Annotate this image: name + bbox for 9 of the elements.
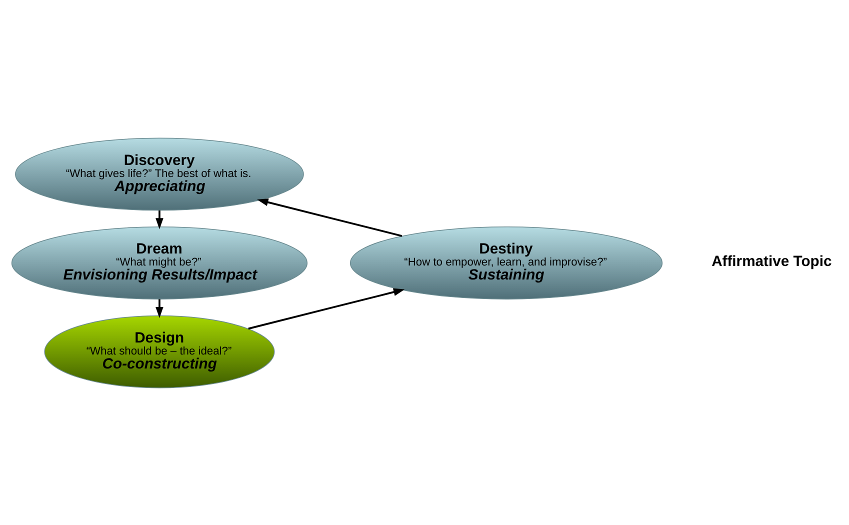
arrow xyxy=(248,288,405,330)
label: Affirmative Topic xyxy=(712,253,832,270)
arrow xyxy=(257,198,402,236)
node-ellipse: Destiny “How to empower, learn, and improvise?” Sustaining xyxy=(350,226,663,299)
arrow xyxy=(156,210,164,229)
node-ellipse: Dream “What might be?” Envisioning Results/Impact xyxy=(11,226,308,299)
node-ellipse: Discovery “What gives life?” The best of what is. Appreciating xyxy=(15,137,304,210)
node-ellipse: Design “What should be – the ideal?” Co-constructing xyxy=(44,314,275,388)
arrow xyxy=(156,298,164,318)
